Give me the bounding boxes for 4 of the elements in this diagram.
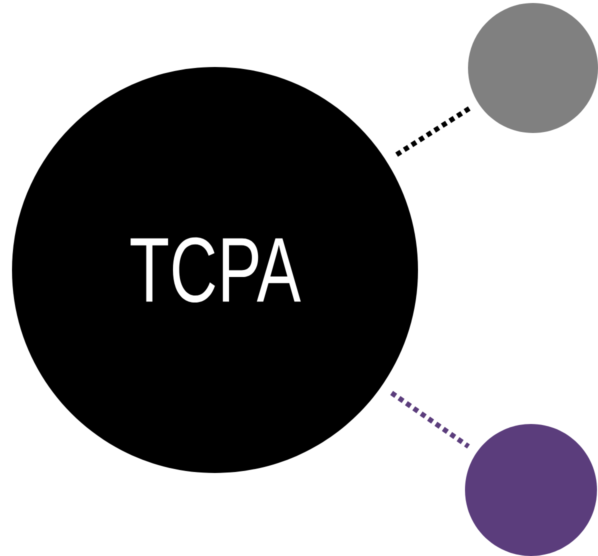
circle	[468, 3, 598, 133]
dotted-line	[390, 390, 470, 449]
circle	[465, 424, 597, 556]
dotted-line	[395, 106, 471, 157]
